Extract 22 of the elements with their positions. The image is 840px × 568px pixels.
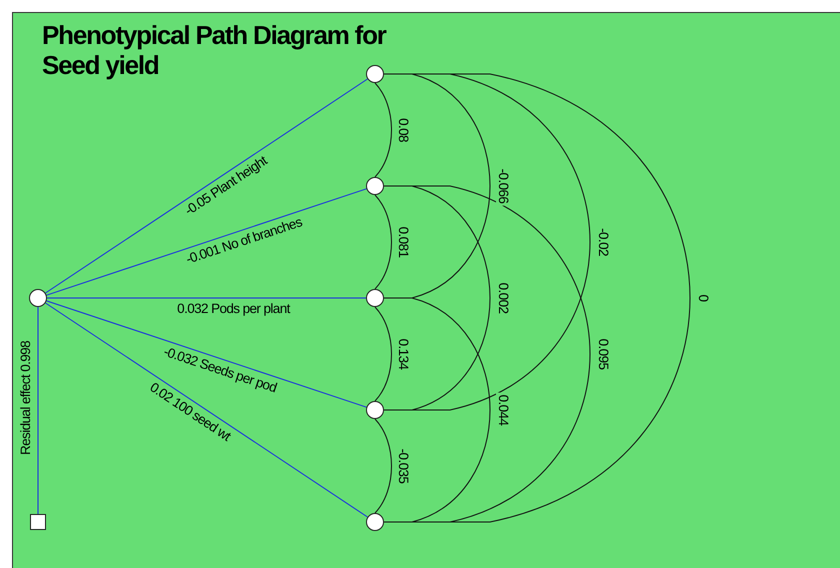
connector-line [374,418,392,514]
edge-label: -0.066 [496,166,510,206]
edge-label: 0 [696,292,710,304]
edge-label: 0.044 [496,392,510,428]
connector-line [374,194,392,290]
connector-line [46,300,367,408]
edge-label: 0.032 Pods per plant [175,302,292,316]
edge-label: -0.035 [396,446,410,486]
edge-label: 0.081 [396,224,410,260]
edge-label: 0.002 [496,280,510,316]
connector-line [374,82,392,178]
edge-label: Residual effect 0.998 [19,339,33,457]
connector-line [46,188,367,296]
connector-line [45,302,368,518]
diagram-title: Phenotypical Path Diagram for Seed yield [42,20,388,80]
edge-label: -0.02 [596,226,610,258]
connector-line [374,306,392,402]
edge-label: 0.095 [596,336,610,372]
edge-label: 0.134 [396,336,410,372]
square-node [30,514,46,530]
edge-label: 0.08 [396,116,410,144]
connector-line [45,78,368,294]
